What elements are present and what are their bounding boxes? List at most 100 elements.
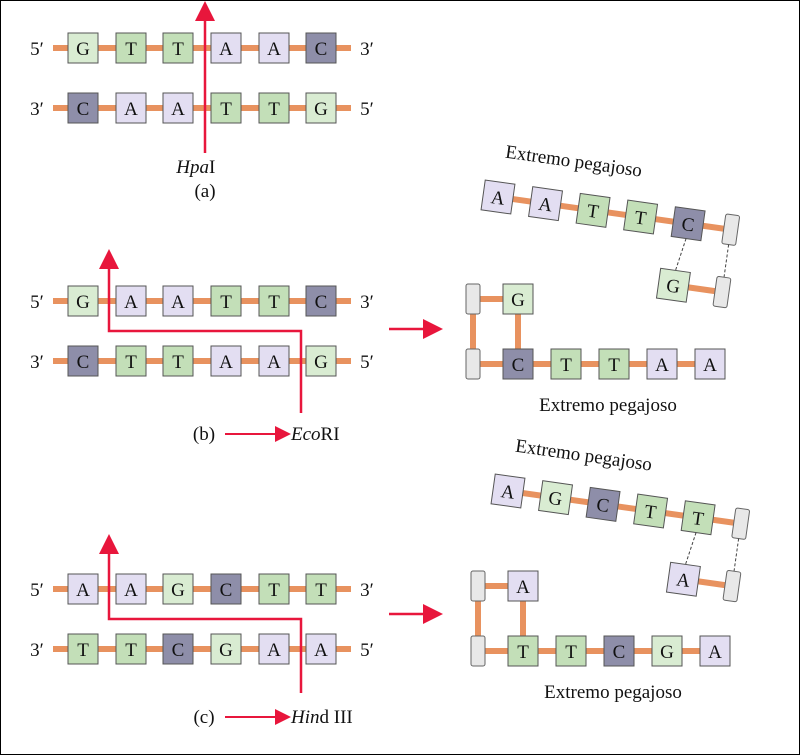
base-C-box xyxy=(67,92,99,124)
base-A-box xyxy=(258,633,290,665)
base-label: G xyxy=(76,39,90,60)
base-label: G xyxy=(547,488,564,511)
base-A-box xyxy=(490,473,526,509)
strand-end-label: 3′ xyxy=(30,352,44,373)
backbone-end-cap xyxy=(731,507,750,540)
base-C-box xyxy=(305,32,337,64)
base-G-box xyxy=(502,283,534,315)
hydrogen-bond-line xyxy=(685,532,697,565)
base-A-box xyxy=(210,32,242,64)
strand-end-label: 3′ xyxy=(30,99,44,120)
base-A-box xyxy=(115,573,147,605)
base-label: T xyxy=(643,501,658,523)
base-T-box xyxy=(67,633,99,665)
base-C-box xyxy=(305,285,337,317)
base-label: C xyxy=(315,39,328,60)
base-G-box xyxy=(538,480,574,516)
base-label: C xyxy=(595,495,610,518)
base-label: G xyxy=(314,352,328,373)
base-label: T xyxy=(565,642,577,663)
base-T-box xyxy=(258,285,290,317)
base-A-box xyxy=(528,186,564,222)
base-label: C xyxy=(77,99,90,120)
base-label: T xyxy=(172,352,184,373)
base-label: A xyxy=(171,99,185,120)
base-A-box xyxy=(210,345,242,377)
base-T-box xyxy=(210,92,242,124)
base-T-box xyxy=(115,32,147,64)
base-C-box xyxy=(603,635,635,667)
base-label: A xyxy=(516,577,530,598)
base-label: G xyxy=(219,640,233,661)
base-label: T xyxy=(586,201,601,223)
cut-site-arrow xyxy=(99,249,303,413)
base-label: C xyxy=(220,580,233,601)
base-C-box xyxy=(585,486,621,522)
base-label: A xyxy=(171,292,185,313)
cut-site-arrow xyxy=(99,534,303,693)
base-label: A xyxy=(267,352,281,373)
base-label: T xyxy=(560,355,572,376)
base-A-box xyxy=(699,635,731,667)
base-label: G xyxy=(171,580,185,601)
base-label: A xyxy=(537,194,554,217)
base-C-box xyxy=(67,345,99,377)
hydrogen-bond-line xyxy=(723,244,730,278)
panel-caption: (a) xyxy=(194,181,215,202)
base-C-box xyxy=(162,633,194,665)
base-label: A xyxy=(708,642,722,663)
base-label: T xyxy=(608,355,620,376)
base-label: A xyxy=(655,355,669,376)
base-label: T xyxy=(268,580,280,601)
base-G-box xyxy=(210,633,242,665)
base-T-box xyxy=(258,92,290,124)
base-A-box xyxy=(480,179,516,215)
base-T-box xyxy=(550,348,582,380)
strand-end-label: 3′ xyxy=(360,292,374,313)
base-label: C xyxy=(172,640,185,661)
base-T-box xyxy=(258,573,290,605)
base-label: G xyxy=(76,292,90,313)
base-G-box xyxy=(651,635,683,667)
base-T-box xyxy=(623,199,659,235)
base-label: C xyxy=(512,355,525,376)
backbone-end-cap xyxy=(465,283,481,315)
panel-caption: (b) xyxy=(193,424,215,445)
base-T-box xyxy=(162,345,194,377)
base-A-box xyxy=(507,570,539,602)
enzyme-name: Eco xyxy=(290,424,321,445)
base-label: A xyxy=(314,640,328,661)
base-label: A xyxy=(675,569,692,592)
backbone-end-cap xyxy=(470,635,486,667)
base-label: G xyxy=(665,275,682,298)
base-G-box xyxy=(162,573,194,605)
base-T-box xyxy=(633,493,669,529)
base-label: T xyxy=(517,642,529,663)
base-C-box xyxy=(670,206,706,242)
base-G-box xyxy=(67,285,99,317)
base-T-box xyxy=(507,635,539,667)
backbone-end-cap xyxy=(465,348,481,380)
base-label: A xyxy=(500,481,517,504)
base-G-box xyxy=(305,92,337,124)
backbone-end-cap xyxy=(722,570,742,603)
base-T-box xyxy=(575,192,611,228)
strand-end-label: 3′ xyxy=(360,39,374,60)
base-T-box xyxy=(598,348,630,380)
base-A-box xyxy=(665,561,701,597)
strand-end-label: 3′ xyxy=(360,580,374,601)
base-label: C xyxy=(315,292,328,313)
base-label: C xyxy=(613,642,626,663)
base-label: T xyxy=(268,292,280,313)
base-label: A xyxy=(124,292,138,313)
base-label: G xyxy=(660,642,674,663)
base-A-box xyxy=(162,285,194,317)
strand-end-label: 5′ xyxy=(360,640,374,661)
base-T-box xyxy=(115,345,147,377)
base-label: A xyxy=(124,99,138,120)
